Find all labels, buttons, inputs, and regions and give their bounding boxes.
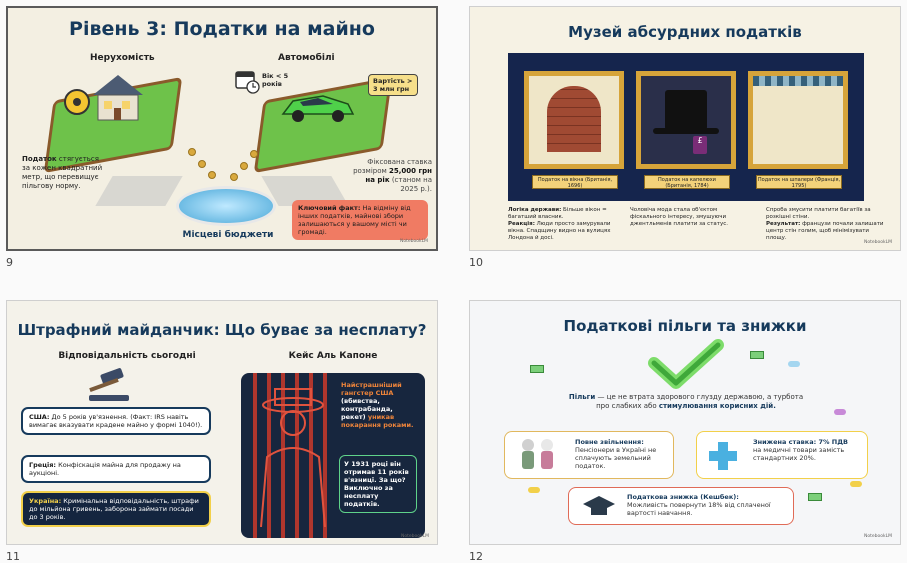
- plaque-hats: Податок на капелюхи (Британія, 1784): [644, 175, 730, 189]
- pool-label: Місцеві бюджети: [182, 230, 274, 240]
- brand-label: NotebookLM: [863, 240, 892, 245]
- left-heading: Відповідальність сьогодні: [58, 351, 196, 361]
- coin-icon: [198, 160, 206, 168]
- slide-title: Рівень 3: Податки на майно: [69, 18, 375, 40]
- coin-icon: [230, 173, 238, 181]
- pill-icon: [850, 481, 862, 487]
- caption-wallpaper: Спроба змусити платити багатіїв за розкі…: [766, 207, 884, 241]
- elderly-couple-icon: [522, 439, 553, 469]
- prison-bar: [309, 373, 313, 538]
- slide-title: Податкові пільги та знижки: [563, 317, 807, 335]
- coin-icon: [250, 150, 258, 158]
- brand-label: NotebookLM: [863, 534, 892, 539]
- museum-wall: £ Податок на вікна (Британія, 1696) Пода…: [508, 53, 864, 201]
- slide-thumbnail-9[interactable]: Рівень 3: Податки на майно Нерухомість А…: [6, 6, 438, 251]
- slide-thumbnail-12[interactable]: Податкові пільги та знижки Пільги — це н…: [469, 300, 901, 545]
- usa-penalty-box: США: До 5 років ув'язнення. (Факт: IRS н…: [21, 407, 211, 435]
- right-heading: Автомобілі: [278, 53, 335, 63]
- house-icon: [93, 75, 143, 121]
- slide-number-10: 10: [469, 256, 483, 269]
- money-bill-icon: [808, 493, 822, 501]
- prison-bar: [281, 373, 285, 538]
- pill-icon: [834, 409, 846, 415]
- checkmark-icon: [648, 339, 724, 389]
- capone-sentence-box: У 1931 році він отримав 11 років в'язниц…: [339, 455, 417, 513]
- graduation-cap-icon: [583, 496, 615, 515]
- right-heading: Кейс Аль Капоне: [288, 351, 378, 361]
- tape-measure-icon: [64, 89, 90, 115]
- ukraine-penalty-box: Україна: Кримінальна відповідальність, ш…: [21, 491, 211, 527]
- top-hat-icon: [665, 90, 707, 130]
- clock-icon: [246, 80, 260, 94]
- caption-windows: Логіка держави: Більше вікон = багатший …: [508, 207, 611, 241]
- budget-pool: [176, 186, 276, 226]
- hat-brim: [653, 128, 719, 134]
- wallpaper-border: [753, 76, 843, 86]
- exhibit-frame-windows: [524, 71, 624, 169]
- age-badge: Вік < 5 років: [262, 72, 289, 88]
- prison-bar: [253, 373, 257, 538]
- slide-number-11: 11: [6, 550, 20, 563]
- gangster-silhouette-icon: [260, 388, 326, 527]
- pill-icon: [788, 361, 800, 367]
- slide-thumbnail-11[interactable]: Штрафний майданчик: Що буває за несплату…: [6, 300, 438, 545]
- bricked-window-icon: [547, 86, 601, 152]
- money-bill-icon: [530, 365, 544, 373]
- plaque-wallpaper: Податок на шпалери (Франція, 1795): [756, 175, 842, 189]
- prison-bar: [295, 373, 299, 538]
- caption-hats: Чоловіча мода стала об'єктом фіскального…: [630, 207, 729, 227]
- benefit-card-cashback: Податкова знижка (Кешбек): Можливість по…: [568, 487, 794, 525]
- price-tag-icon: £: [693, 136, 707, 154]
- benefit-card-exemption: Повне звільнення: Пенсіонери в Україні н…: [504, 431, 674, 479]
- key-fact-callout: Ключовий факт: На відміну від інших пода…: [292, 200, 428, 240]
- greece-penalty-box: Греція: Конфіскація майна для продажу на…: [21, 455, 211, 483]
- exhibit-frame-wallpaper: [748, 71, 848, 169]
- shadow-left: [95, 176, 183, 206]
- car-tax-text: Фіксована ставка розміром 25,000 грн на …: [353, 158, 432, 193]
- al-capone-panel: Найстрашніший гангстер США (вбивства, ко…: [241, 373, 425, 538]
- brand-label: NotebookLM: [399, 239, 428, 244]
- prison-bar: [323, 373, 327, 538]
- slide-number-9: 9: [6, 256, 13, 269]
- sports-car-icon: [281, 95, 355, 122]
- capone-description: Найстрашніший гангстер США (вбивства, ко…: [341, 381, 414, 429]
- medical-cross-icon: [709, 442, 737, 470]
- slide-thumbnail-10[interactable]: Музей абсурдних податків £ Податок на ві…: [469, 6, 901, 251]
- exhibit-frame-hats: £: [636, 71, 736, 169]
- benefit-card-reduced-rate: Знижена ставка: 7% ПДВ на медичні товари…: [696, 431, 868, 479]
- gavel-icon: [89, 368, 129, 401]
- pill-icon: [528, 487, 540, 493]
- slide-title: Штрафний майданчик: Що буває за несплату…: [17, 321, 427, 339]
- slide-title: Музей абсурдних податків: [568, 23, 802, 41]
- coin-icon: [208, 171, 216, 179]
- property-tax-text: Податок стягується за кожен квадратний м…: [22, 155, 103, 190]
- value-badge: Вартість > 3 млн грн: [368, 74, 418, 96]
- brand-label: NotebookLM: [400, 534, 429, 539]
- left-heading: Нерухомість: [90, 53, 155, 63]
- money-bill-icon: [750, 351, 764, 359]
- intro-statement: Пільги — це не втрата здорового глузду д…: [568, 393, 804, 410]
- plaque-windows: Податок на вікна (Британія, 1696): [532, 175, 618, 189]
- slide-number-12: 12: [469, 550, 483, 563]
- coin-icon: [240, 162, 248, 170]
- coin-icon: [188, 148, 196, 156]
